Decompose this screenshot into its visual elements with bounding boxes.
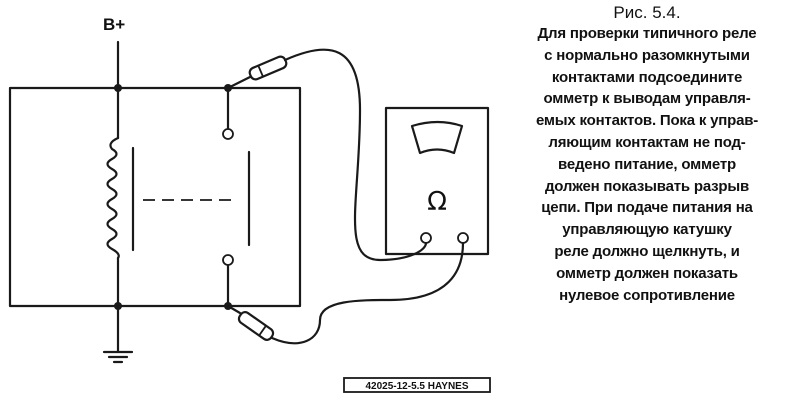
probe-bottom (237, 311, 275, 341)
meter-terminal-left (420, 232, 432, 244)
ground-symbol (102, 350, 134, 364)
lead-bottom (270, 241, 465, 345)
contact-terminal-top (222, 128, 234, 140)
caption-line: ляющим контактам не под- (548, 133, 746, 151)
ohmmeter-body (384, 106, 490, 256)
probe-top (248, 55, 288, 81)
probe-bottom-tip (226, 304, 242, 315)
caption-line: омметр к выводам управля- (543, 90, 751, 108)
caption-line: цепи. При подаче питания на (541, 199, 753, 217)
supply-label: B+ (103, 15, 125, 34)
caption-line: управляющую катушку (562, 221, 732, 239)
caption-line: нулевое сопротивление (559, 286, 735, 304)
caption-line: должен показывать разрыв (544, 177, 749, 195)
caption-line: омметр должен показать (556, 264, 738, 282)
figure-stamp: 42025-12-5.5 HAYNES (343, 377, 491, 393)
caption-line: контактами подсоедините (551, 68, 743, 86)
caption-line: ведено питание, омметр (558, 155, 736, 173)
caption-line: емых контактов. Пока к управ- (535, 112, 759, 130)
meter-scale (410, 120, 464, 155)
contact-terminal-bottom (222, 254, 234, 266)
figure-title: Рис. 5.4. (613, 3, 681, 22)
caption-line: Для проверки типичного реле (537, 25, 757, 42)
caption-line: с нормально разомкнутыми (544, 46, 750, 64)
figure-stamp-text: 42025-12-5.5 HAYNES (365, 381, 468, 392)
ground-node (114, 302, 122, 310)
relay-housing (8, 86, 302, 308)
meter-terminal-right (457, 232, 469, 244)
ohm-symbol: Ω (427, 187, 447, 217)
relay-coil (106, 136, 120, 260)
figure-caption: Рис. 5.4. Для проверки типичного реле с … (496, 2, 798, 306)
supply-node (114, 84, 122, 92)
caption-line: реле должно щелкнуть, и (554, 242, 740, 260)
probe-top-tip (226, 75, 252, 90)
lead-top (283, 48, 428, 262)
